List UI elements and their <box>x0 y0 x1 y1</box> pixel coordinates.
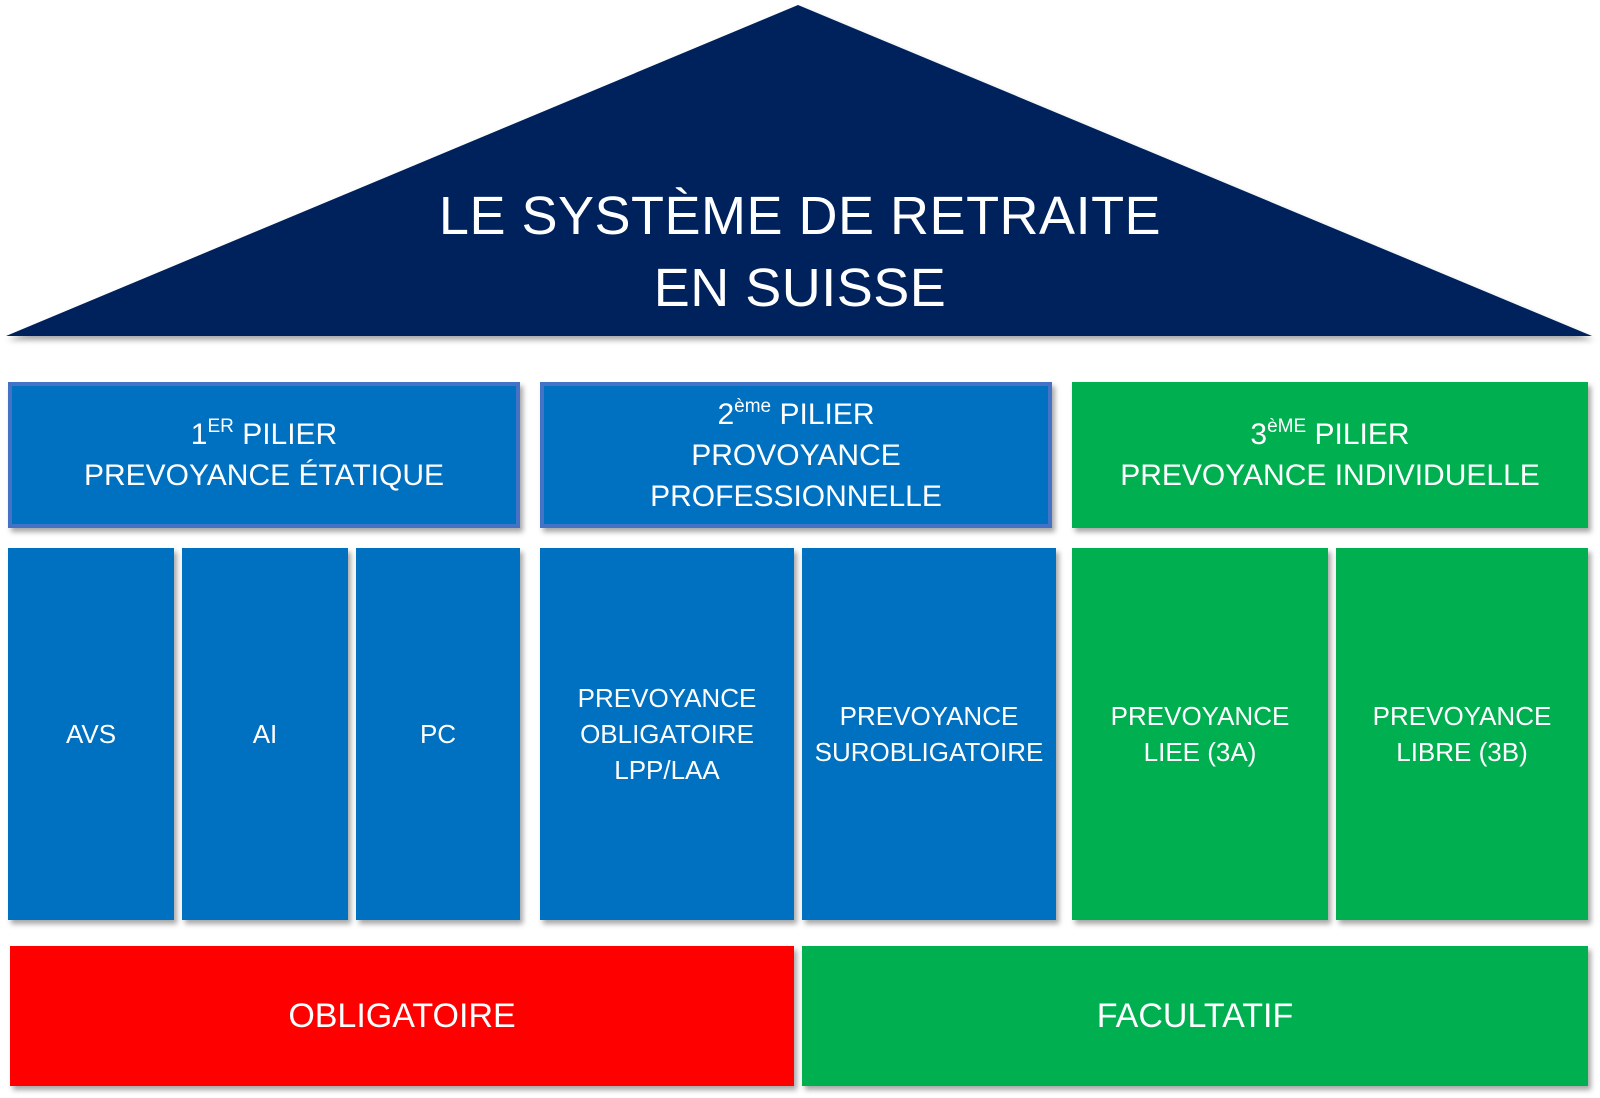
pillar-1-word: PILIER <box>242 418 338 451</box>
pillar-2-number: 2 <box>717 397 735 431</box>
pillar-2-header: 2ème PILIER PROVOYANCE PROFESSIONNELLE <box>540 382 1052 528</box>
pillar-3-subtitle: PREVOYANCE INDIVIDUELLE <box>1120 459 1540 492</box>
pillar-3-header: 3èME PILIER PREVOYANCE INDIVIDUELLE <box>1072 382 1588 528</box>
roof <box>6 5 1592 336</box>
column-prevoyance-libre-line1: PREVOYANCE <box>1372 701 1552 731</box>
column-prevoyance-obligatoire: PREVOYANCE OBLIGATOIRE LPP/LAA <box>540 548 794 920</box>
column-prevoyance-surobligatoire-line2: SUROBLIGATOIRE <box>814 737 1044 767</box>
pillar-2-ordinal: ème <box>734 395 772 417</box>
roof-triangle <box>6 5 1592 336</box>
pillar-1-ordinal: ER <box>207 416 234 437</box>
column-ai-label: AI <box>252 719 278 749</box>
footer-mandatory-label: OBLIGATOIRE <box>288 996 516 1035</box>
pillar-3-title: 3èME PILIER <box>1250 414 1409 455</box>
column-avs-label: AVS <box>65 719 117 749</box>
pillar-3-ordinal: èME <box>1267 416 1307 437</box>
column-prevoyance-surobligatoire-line1: PREVOYANCE <box>839 701 1019 731</box>
column-prevoyance-surobligatoire: PREVOYANCE SUROBLIGATOIRE <box>802 548 1056 920</box>
roof-title: LE SYSTÈME DE RETRAITE EN SUISSE <box>300 180 1300 324</box>
column-ai: AI <box>182 548 348 920</box>
pillar-1-number: 1 <box>190 418 208 451</box>
column-prevoyance-obligatoire-line1: PREVOYANCE <box>577 683 757 713</box>
column-prevoyance-liee: PREVOYANCE LIEE (3A) <box>1072 548 1328 920</box>
pillar-2-title: 2ème PILIER <box>717 394 874 435</box>
column-prevoyance-obligatoire-line2: OBLIGATOIRE <box>580 719 754 749</box>
column-pc-label: PC <box>419 719 457 749</box>
footer-optional: FACULTATIF <box>802 946 1588 1086</box>
column-prevoyance-liee-line2: LIEE (3A) <box>1143 737 1257 767</box>
pillar-1-title: 1ER PILIER <box>191 414 337 455</box>
column-pc: PC <box>356 548 520 920</box>
pillar-2-word: PILIER <box>779 397 875 431</box>
pillar-3-number: 3 <box>1250 418 1268 451</box>
footer-optional-label: FACULTATIF <box>1096 996 1294 1035</box>
footer-mandatory: OBLIGATOIRE <box>10 946 794 1086</box>
column-prevoyance-libre: PREVOYANCE LIBRE (3B) <box>1336 548 1588 920</box>
pillar-1-subtitle: PREVOYANCE ÉTATIQUE <box>83 459 445 492</box>
pillar-3-word: PILIER <box>1314 418 1410 451</box>
column-prevoyance-obligatoire-line3: LPP/LAA <box>614 755 720 785</box>
roof-title-line2: EN SUISSE <box>653 258 947 318</box>
column-prevoyance-liee-line1: PREVOYANCE <box>1110 701 1290 731</box>
column-prevoyance-libre-line2: LIBRE (3B) <box>1396 737 1528 767</box>
roof-title-line1: LE SYSTÈME DE RETRAITE <box>438 186 1162 246</box>
column-avs: AVS <box>8 548 174 920</box>
pillar-1-header: 1ER PILIER PREVOYANCE ÉTATIQUE <box>8 382 520 528</box>
pillar-2-subtitle: PROVOYANCE PROFESSIONNELLE <box>650 438 942 513</box>
